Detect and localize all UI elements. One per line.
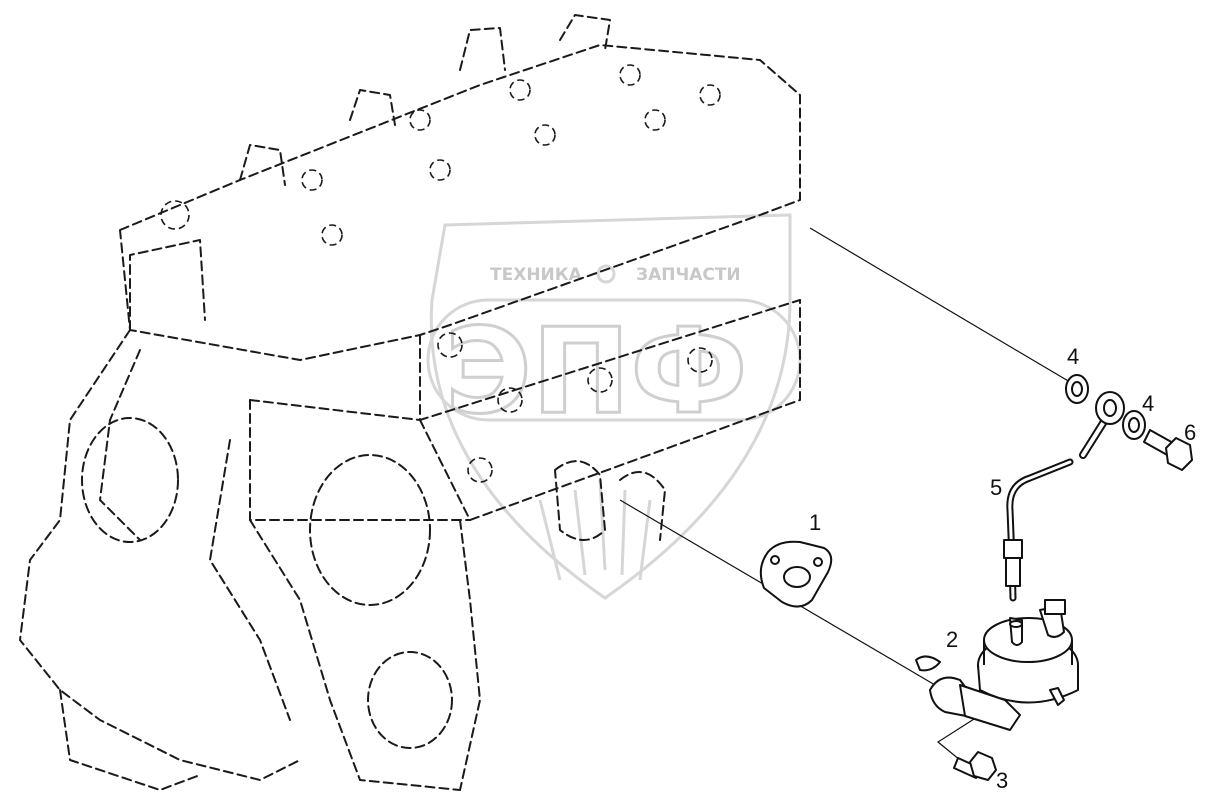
watermark: ТЕХНИКА ЗАПЧАСТИ ЭПФ [426, 213, 802, 600]
watermark-wheat-icon [538, 479, 652, 581]
washer-left [1065, 374, 1089, 404]
watermark-gear-icon [596, 264, 616, 284]
callout-4-right: 4 [1142, 391, 1154, 416]
washer-right [1122, 410, 1146, 440]
leader-banjo [809, 227, 1076, 386]
callout-3: 3 [996, 768, 1008, 793]
bolt [953, 751, 997, 781]
callout-5: 5 [990, 475, 1002, 500]
watermark-shield [429, 213, 792, 600]
callout-2: 2 [946, 627, 958, 652]
banjo-bolt [1143, 429, 1193, 471]
watermark-oval [426, 298, 802, 422]
gasket [759, 540, 833, 608]
callout-6: 6 [1184, 420, 1196, 445]
watermark-text-left: ТЕХНИКА [490, 265, 583, 285]
fuel-pump [915, 599, 1079, 731]
watermark-logo: ЭПФ [445, 302, 747, 440]
engine-outline [19, 14, 801, 791]
watermark-text-right: ЗАПЧАСТИ [636, 265, 741, 285]
fuel-pipe [1003, 391, 1125, 602]
callout-labels: 1 2 3 4 4 5 6 [809, 344, 1196, 793]
callout-4-left: 4 [1067, 344, 1079, 369]
callout-1: 1 [809, 510, 821, 535]
